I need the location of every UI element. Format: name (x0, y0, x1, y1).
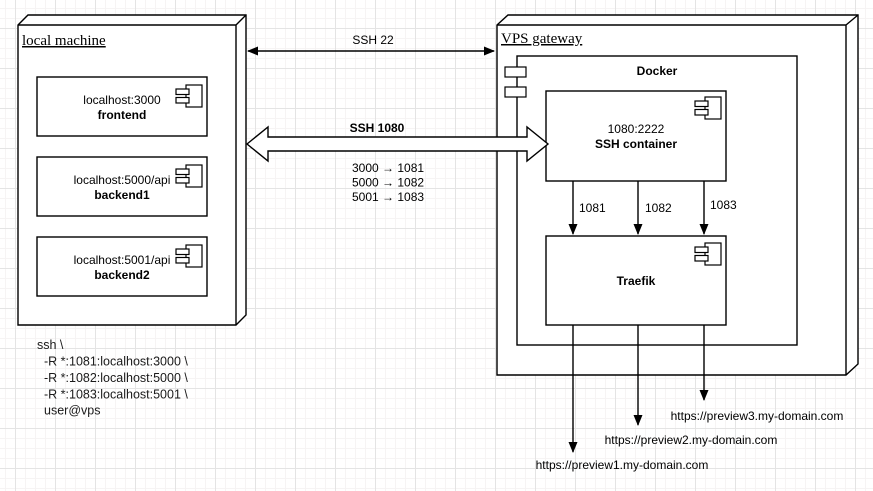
backend2-box (36, 236, 208, 297)
ssh-container-name-label: SSH container (595, 137, 677, 151)
backend1-component: localhost:5000/api backend1 (36, 156, 208, 217)
docker-component-tabs (504, 66, 527, 98)
backend1-box (36, 156, 208, 217)
ssh1080-connection: SSH 1080 3000 → 1081 5000 → 1082 5001 → … (245, 121, 550, 204)
ssh-command-block: ssh \ -R *:1081:localhost:3000 \ -R *:10… (37, 338, 188, 418)
frontend-port-label: localhost:3000 (83, 93, 161, 107)
ssh-container-component: 1080:2222 SSH container (545, 90, 727, 182)
tunnel-port-label: 1083 (710, 198, 737, 212)
ssh1080-arrow (245, 125, 550, 163)
port-mapping-list: 3000 → 1081 5000 → 1082 5001 → 1083 (352, 161, 424, 204)
vps-gateway-fold-lines (497, 14, 859, 375)
tunnel-arrows: 1081 1082 1083 (568, 181, 737, 235)
port-mapping: 5001 → 1083 (352, 190, 424, 204)
tunnel-port-label: 1082 (645, 201, 672, 215)
ssh-command-line: ssh \ (37, 338, 64, 352)
ssh22-label: SSH 22 (352, 33, 394, 47)
port-mapping: 5000 → 1082 (352, 176, 424, 190)
ssh-command-line: -R *:1083:localhost:5001 \ (44, 388, 188, 402)
backend1-name-label: backend1 (94, 188, 150, 202)
docker-container: Docker 1080:2222 SSH container 1081 1082… (504, 55, 798, 346)
preview-url-arrows: https://preview1.my-domain.com https://p… (536, 325, 844, 472)
vps-gateway-node: VPS gateway Docker 1080:2222 SSH contain… (496, 14, 859, 376)
traefik-component: Traefik (545, 235, 727, 326)
port-mapping: 3000 → 1081 (352, 161, 424, 175)
backend2-name-label: backend2 (94, 268, 150, 282)
vps-gateway-title: VPS gateway (501, 31, 583, 47)
preview1-url-label: https://preview1.my-domain.com (536, 458, 709, 472)
frontend-name-label: frontend (98, 108, 147, 122)
ssh22-connection: SSH 22 (247, 33, 495, 56)
backend1-port-label: localhost:5000/api (74, 173, 171, 187)
traefik-name-label: Traefik (617, 274, 656, 288)
local-machine-node: local machine localhost:3000 frontend lo… (17, 14, 247, 326)
component-tab (504, 66, 527, 78)
frontend-component: localhost:3000 frontend (36, 76, 208, 137)
component-tab (504, 86, 527, 98)
ssh-container-port-label: 1080:2222 (608, 122, 665, 136)
ssh-command-line: -R *:1082:localhost:5000 \ (44, 371, 188, 385)
preview3-url-label: https://preview3.my-domain.com (671, 409, 844, 423)
ssh1080-label: SSH 1080 (350, 121, 405, 135)
local-machine-title: local machine (22, 33, 106, 49)
frontend-box (36, 76, 208, 137)
local-machine-fold-lines (18, 14, 247, 325)
docker-title: Docker (637, 64, 678, 78)
backend2-port-label: localhost:5001/api (74, 253, 171, 267)
preview2-url-label: https://preview2.my-domain.com (605, 433, 778, 447)
backend2-component: localhost:5001/api backend2 (36, 236, 208, 297)
tunnel-port-label: 1081 (579, 201, 606, 215)
ssh-command-line: -R *:1081:localhost:3000 \ (44, 355, 188, 369)
ssh-command-line: user@vps (44, 404, 100, 418)
